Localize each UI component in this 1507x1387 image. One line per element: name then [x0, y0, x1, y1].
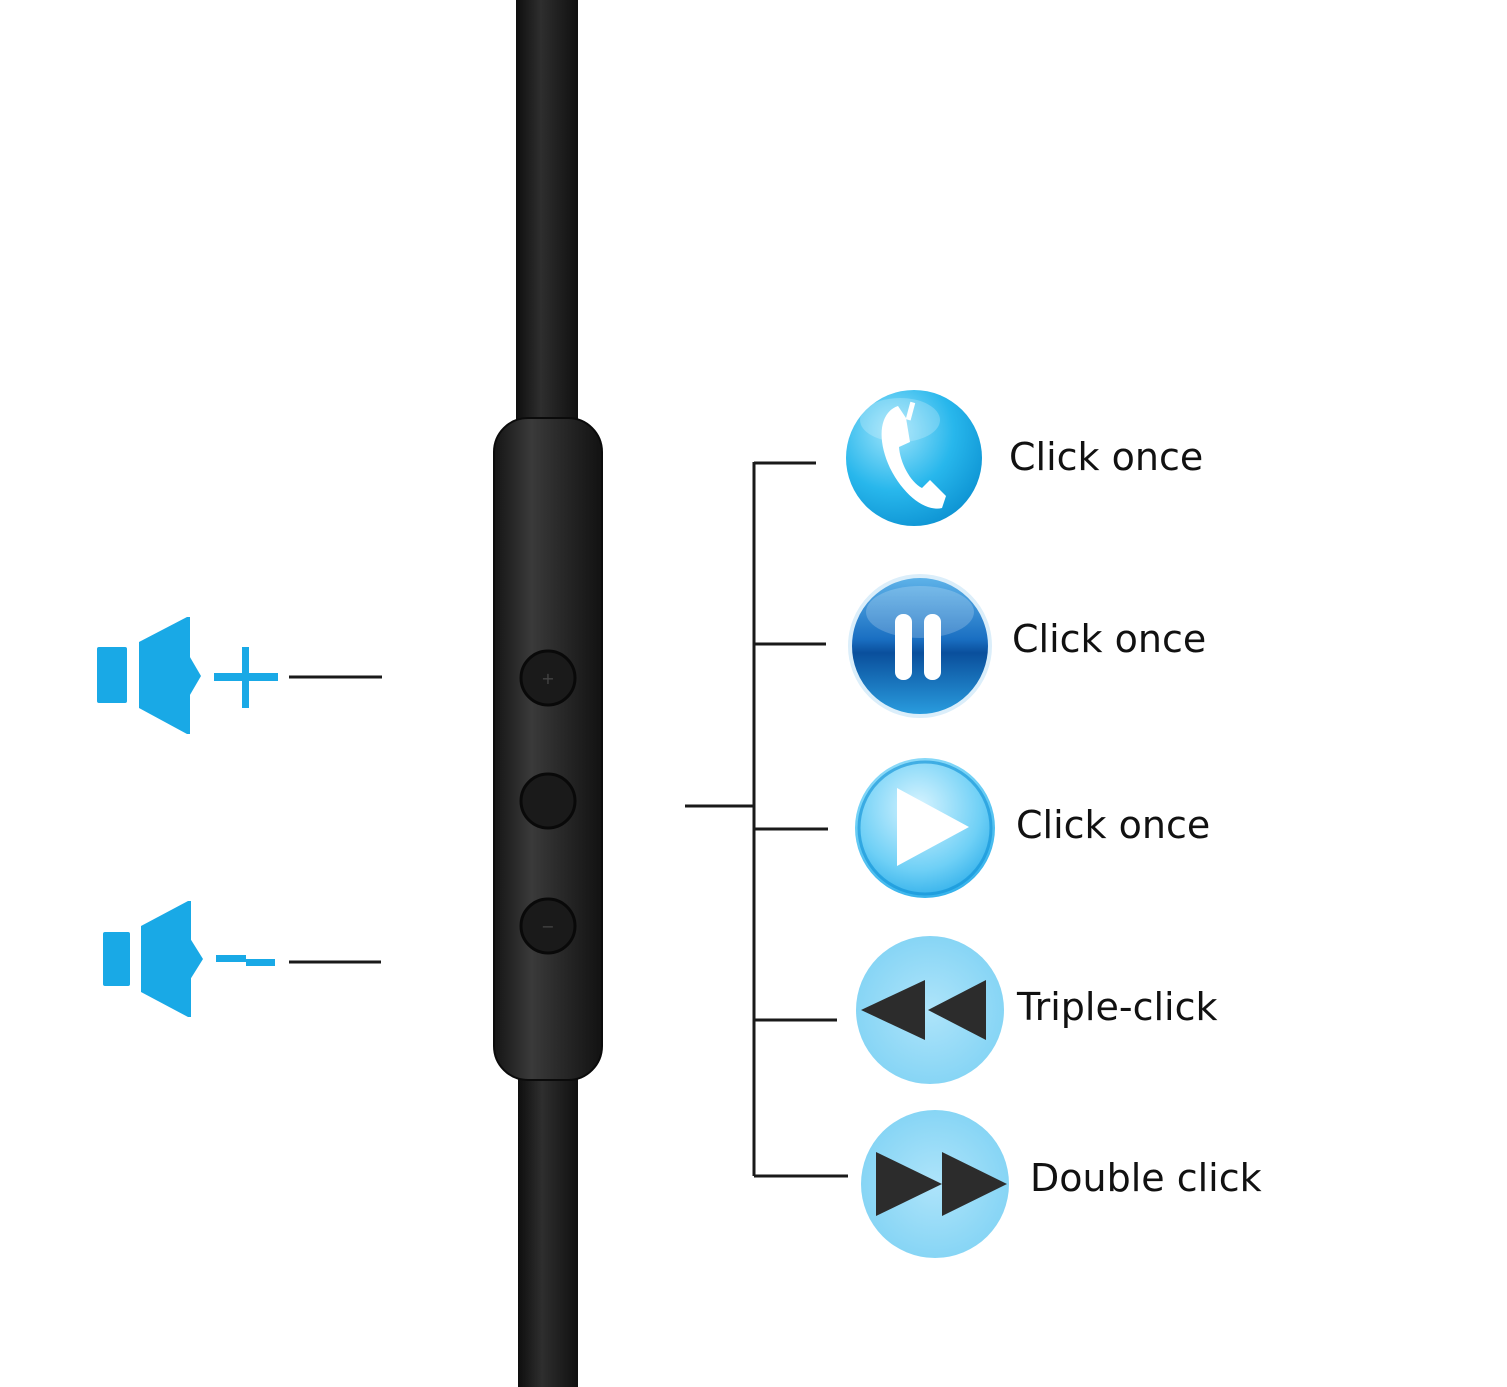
rewind-icon: [856, 936, 1004, 1084]
volume-up-button[interactable]: +: [519, 649, 577, 707]
phone-call-icon: [846, 390, 982, 526]
phone-action-label: Click once: [1009, 435, 1203, 479]
center-button[interactable]: [519, 772, 577, 830]
volume-up-icon: [97, 617, 278, 734]
cable-bottom: [518, 1060, 578, 1387]
cable-top: [516, 0, 578, 440]
center-button-bracket: [685, 461, 848, 1178]
rewind-action-label: Triple-click: [1016, 985, 1217, 1029]
inline-remote: + −: [493, 417, 603, 1081]
volume-down-button[interactable]: −: [519, 897, 577, 955]
volume-down-icon: [103, 901, 275, 1017]
play-icon: [855, 758, 995, 898]
fast-forward-icon: [861, 1110, 1009, 1258]
svg-text:+: +: [541, 669, 554, 688]
pause-icon: [848, 574, 992, 718]
play-action-label: Click once: [1016, 803, 1210, 847]
fast-forward-action-label: Double click: [1030, 1156, 1262, 1200]
svg-text:−: −: [541, 917, 554, 936]
pause-action-label: Click once: [1012, 617, 1206, 661]
